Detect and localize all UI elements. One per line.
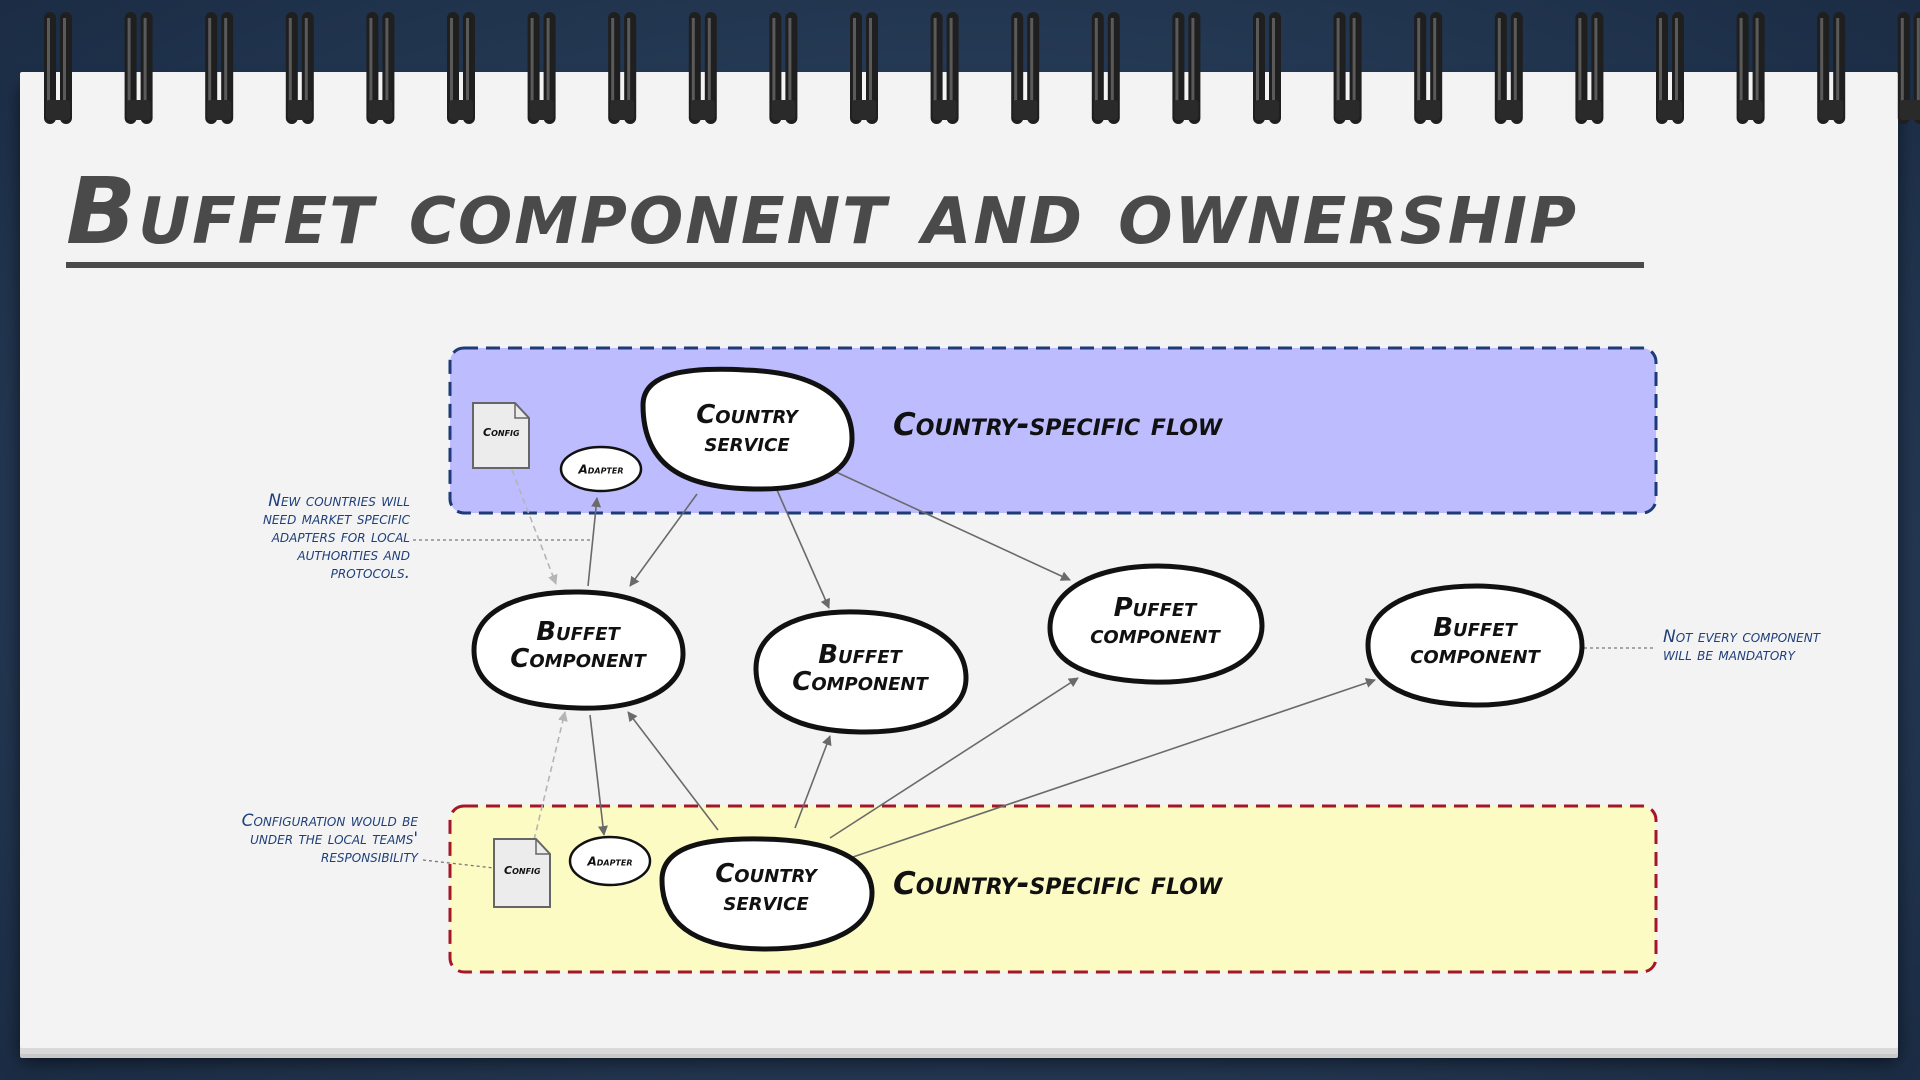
buffet-3-line2: component [1410,640,1541,670]
buffet-1-line1: Buffet [536,617,621,647]
edges [588,472,1375,858]
buffet-2-line2: Component [792,667,929,697]
top-region-label: Country-specific flow [893,407,1224,443]
note-new-countries-5: protocols. [331,563,410,583]
note-new-countries-3: adapters for local [271,527,410,547]
buffet-2-line1: Buffet [818,640,903,670]
note-configuration-3: responsibility [321,847,420,867]
bottom-country-service-node: Country service [662,839,872,949]
bottom-adapter-label: Adapter [586,855,632,869]
note-not-every: Not every component will be mandatory [1663,627,1822,665]
buffet-3-line1: Buffet [1433,613,1518,643]
buffet-1-line2: Component [510,644,647,674]
note-configuration: Configuration would be under the local t… [242,811,420,867]
top-country-service-node: Country service [643,369,852,489]
note-new-countries-1: New countries will [268,491,410,511]
bottom-country-service-line2: service [723,887,809,917]
bottom-config-doc: Config [494,839,550,907]
top-country-service-line2: service [704,428,790,458]
buffet-component-3-node: Buffet component [1368,586,1582,705]
top-adapter-label: Adapter [577,463,623,477]
note-new-countries: New countries will need market specific … [263,491,411,583]
bottom-region-label: Country-specific flow [893,866,1224,902]
top-config-doc: Config [473,403,529,468]
puffet-component-node: Puffet component [1050,566,1262,682]
top-adapter-node: Adapter [561,447,641,491]
puffet-line1: Puffet [1114,593,1199,623]
top-country-service-line1: Country [696,400,800,430]
top-config-label: Config [483,426,520,439]
note-new-countries-4: authorities and [296,545,410,565]
note-not-every-2: will be mandatory [1663,645,1797,665]
bottom-adapter-node: Adapter [570,837,650,885]
note-not-every-1: Not every component [1663,627,1822,647]
note-configuration-1: Configuration would be [242,811,419,831]
bottom-config-label: Config [504,864,541,877]
note-configuration-2: under the local teams' [250,829,418,849]
note-new-countries-2: need market specific [263,509,411,529]
buffet-component-1-node: Buffet Component [474,592,683,708]
puffet-line2: component [1090,620,1221,650]
bottom-country-service-line1: Country [715,859,819,889]
buffet-component-2-node: Buffet Component [756,612,966,732]
